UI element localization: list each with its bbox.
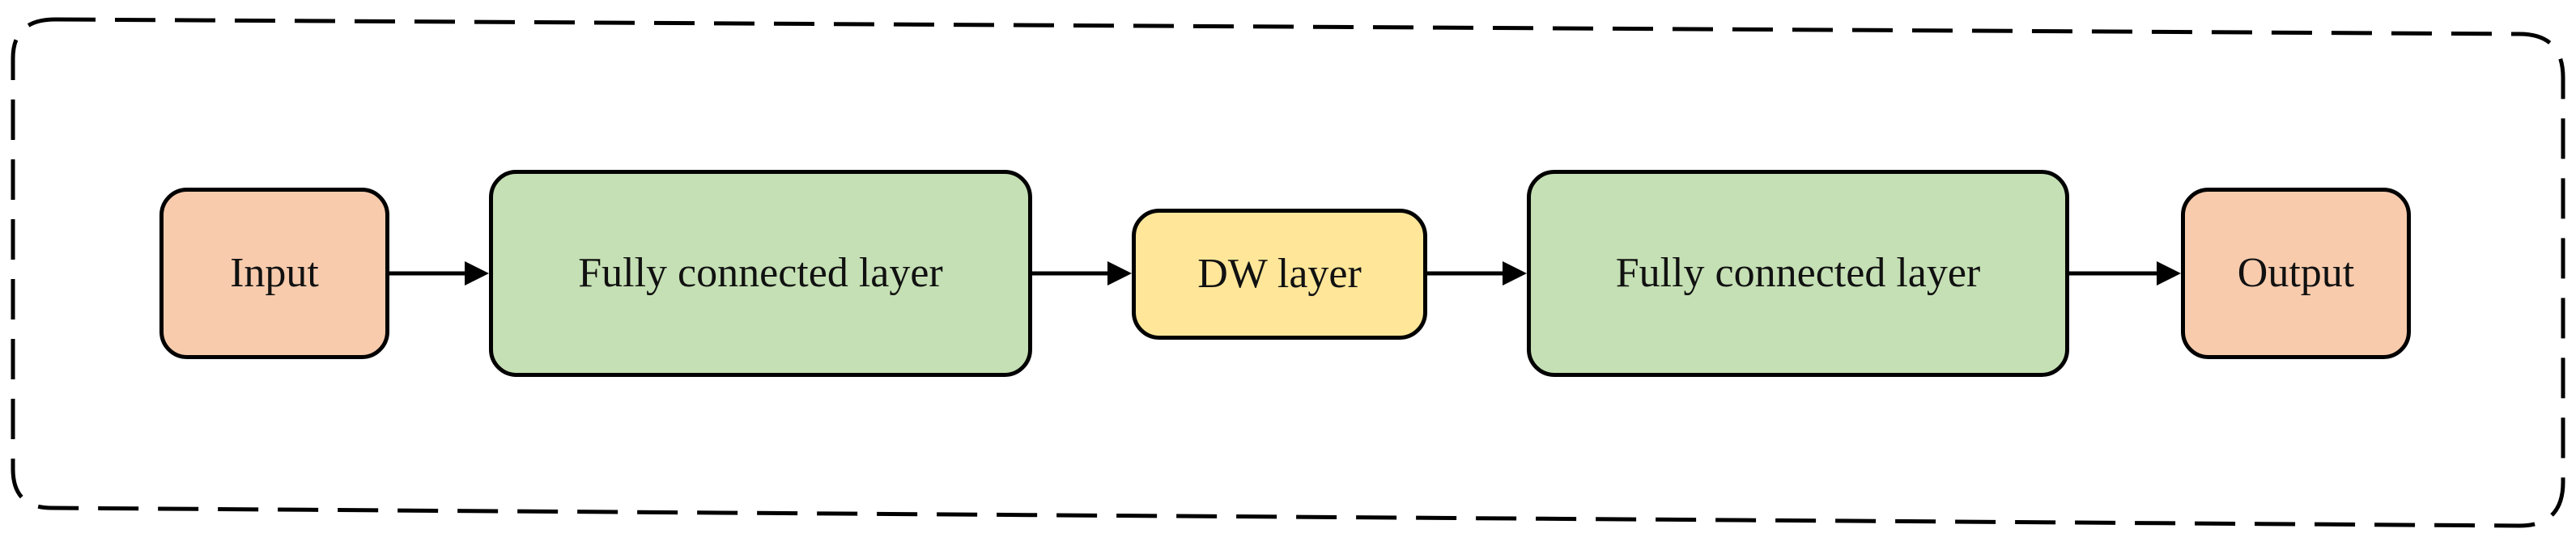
node-input: Input: [159, 188, 389, 359]
arrowhead-icon: [1107, 261, 1132, 286]
node-fully-connected-layer-1-label: Fully connected layer: [578, 250, 943, 296]
node-fully-connected-layer-2-label: Fully connected layer: [1615, 250, 1981, 296]
edge-fc2-to-output: [2069, 261, 2181, 286]
edge-input-to-fc1: [389, 261, 489, 286]
node-output-label: Output: [2237, 250, 2355, 296]
node-dw-layer: DW layer: [1132, 209, 1427, 340]
node-dw-layer-label: DW layer: [1197, 251, 1362, 297]
edge-dw-to-fc2: [1427, 261, 1527, 286]
node-fully-connected-layer-1: Fully connected layer: [489, 170, 1032, 377]
arrowhead-icon: [465, 261, 489, 286]
edge-fc1-to-dw: [1032, 261, 1132, 286]
node-output: Output: [2181, 188, 2411, 359]
node-input-label: Input: [230, 250, 319, 296]
arrowhead-icon: [2157, 261, 2181, 286]
arrowhead-icon: [1503, 261, 1527, 286]
dashed-container-border: [11, 17, 2565, 528]
node-fully-connected-layer-2: Fully connected layer: [1527, 170, 2069, 377]
